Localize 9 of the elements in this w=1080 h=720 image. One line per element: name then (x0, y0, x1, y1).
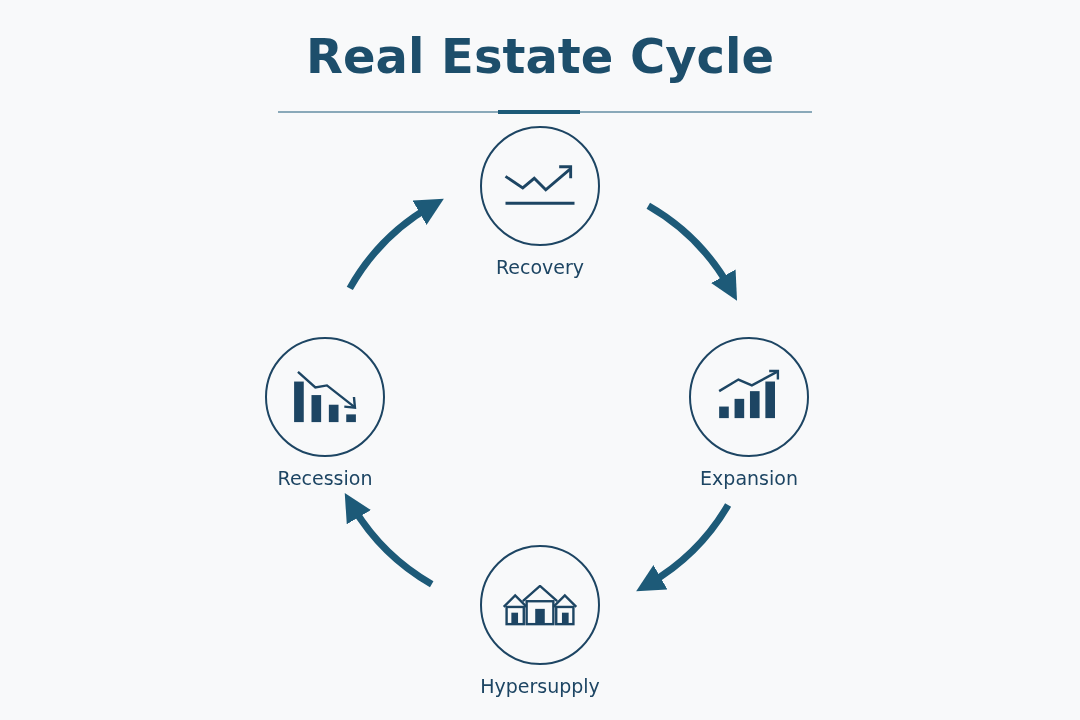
curved-arrow (646, 202, 738, 301)
curved-arrow (636, 503, 732, 592)
curved-arrow (344, 493, 434, 588)
curved-arrow (346, 198, 444, 291)
stage-label: Expansion (699, 467, 799, 489)
title: Real Estate Cycle (305, 28, 775, 84)
stage-label: Recovery (494, 256, 586, 278)
stage-label: Hypersupply (479, 675, 601, 697)
stage-label: Recession (276, 467, 374, 489)
